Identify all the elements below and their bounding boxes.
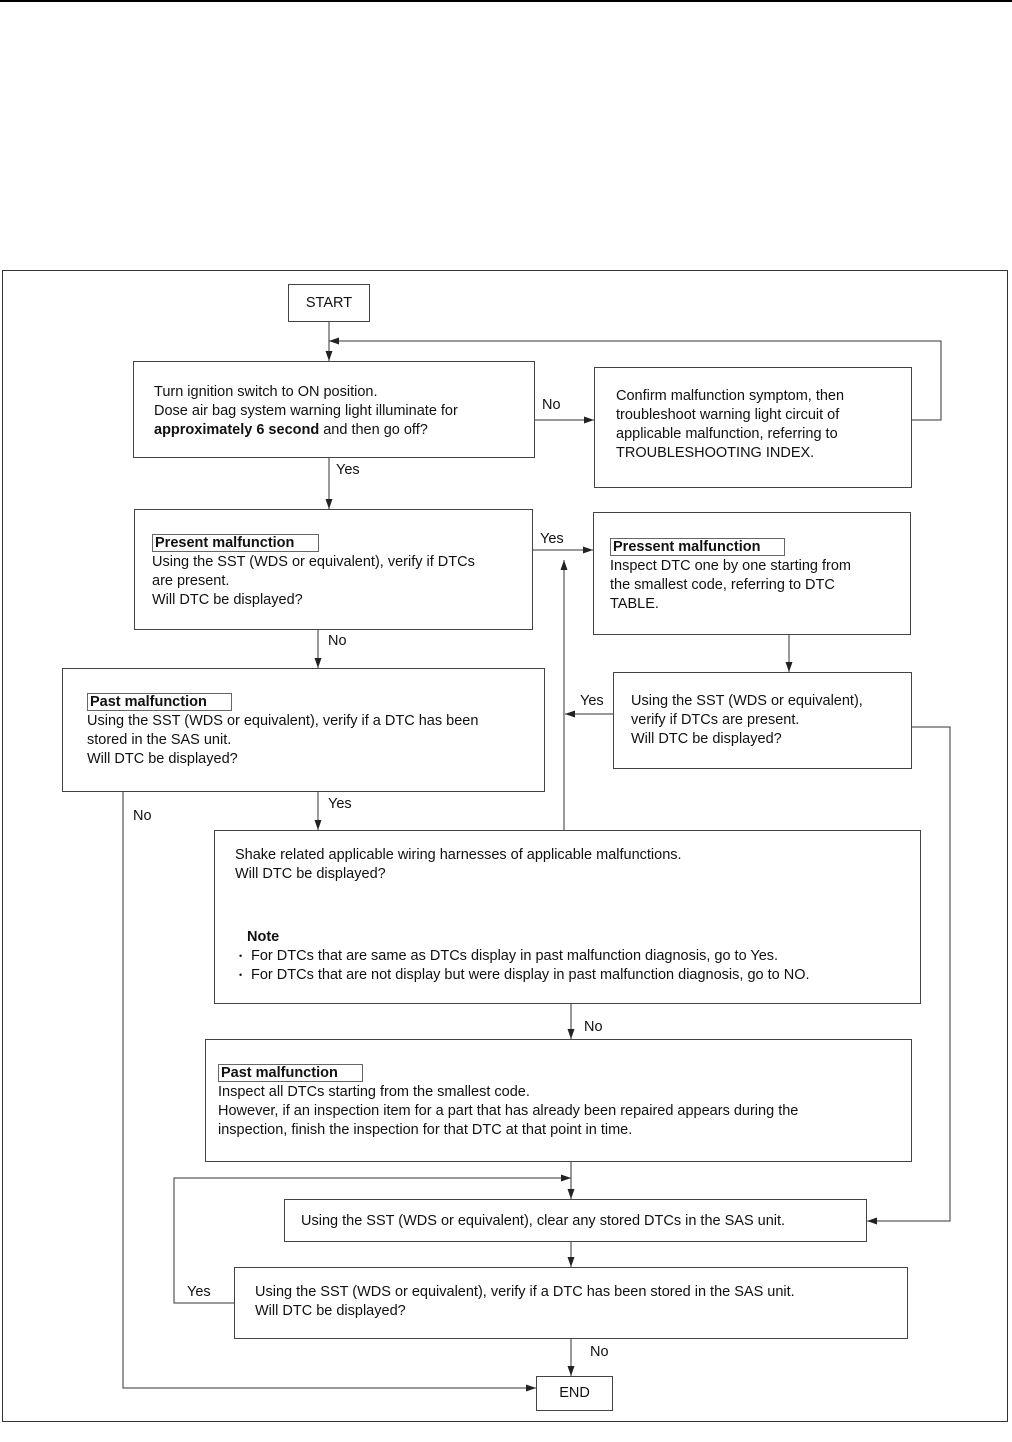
past-tag: Past malfunction — [87, 693, 232, 711]
final-line1: Using the SST (WDS or equivalent), verif… — [255, 1284, 795, 1300]
step1-rest: and then go off? — [319, 422, 428, 438]
label-step1-yes: Yes — [336, 462, 360, 478]
inspect-line3: inspection, finish the inspection for th… — [218, 1122, 633, 1138]
verify-right-line3: Will DTC be displayed? — [631, 731, 782, 747]
note-bullet-2-text: For DTCs that are not display but were d… — [251, 967, 810, 983]
start-label: START — [305, 294, 353, 311]
arrow-warn-loop — [329, 337, 942, 421]
past-inspect-tag: Past malfunction — [218, 1064, 363, 1082]
label-verify-yes: Yes — [580, 693, 604, 709]
final-line2: Will DTC be displayed? — [255, 1303, 406, 1319]
past-line3: Will DTC be displayed? — [87, 751, 238, 767]
note-title: Note — [247, 929, 280, 945]
warning-light-box: Confirm malfunction symptom, then troubl… — [594, 367, 912, 488]
warn-line1: Confirm malfunction symptom, then — [616, 388, 845, 404]
verify-right-line1: Using the SST (WDS or equivalent), — [631, 693, 863, 709]
present-line2: are present. — [152, 573, 230, 589]
pressent-line2: the smallest code, referring to DTC — [610, 577, 835, 593]
note-bullet-1-text: For DTCs that are same as DTCs display i… — [251, 948, 779, 964]
arrow-verify-no — [867, 726, 951, 1225]
bullet-dot-2: • — [239, 970, 243, 980]
label-shake-no: No — [584, 1019, 603, 1035]
label-present-no: No — [328, 633, 347, 649]
present-malfunction-box: Present malfunction Using the SST (WDS o… — [134, 509, 533, 630]
clear-dtcs-box: Using the SST (WDS or equivalent), clear… — [284, 1199, 867, 1242]
pressent-tag: Pressent malfunction — [610, 538, 786, 556]
warn-line2: troubleshoot warning light circuit of — [616, 407, 840, 423]
clear-line1: Using the SST (WDS or equivalent), clear… — [301, 1213, 786, 1229]
shake-line2: Will DTC be displayed? — [235, 866, 386, 882]
final-verify-box: Using the SST (WDS or equivalent), verif… — [234, 1267, 908, 1339]
warn-line3: applicable malfunction, referring to — [616, 426, 838, 442]
arrow-final-yes — [173, 1174, 571, 1304]
shake-line1: Shake related applicable wiring harnesse… — [235, 847, 682, 863]
label-final-yes: Yes — [187, 1284, 211, 1300]
past-inspect-box: Past malfunction Inspect all DTCs starti… — [205, 1039, 912, 1162]
pressent-line3: TABLE. — [610, 596, 659, 612]
arrow-past-no — [122, 792, 536, 1392]
start-node: START — [288, 284, 370, 322]
label-final-no: No — [590, 1344, 609, 1360]
inspect-line2: However, if an inspection item for a par… — [218, 1103, 799, 1119]
end-node: END — [536, 1376, 613, 1411]
past-malfunction-box: Past malfunction Using the SST (WDS or e… — [62, 668, 545, 792]
present-tag: Present malfunction — [152, 534, 320, 552]
past-line2: stored in the SAS unit. — [87, 732, 232, 748]
inspect-line1: Inspect all DTCs starting from the small… — [218, 1084, 530, 1100]
note-bullet-1: • For DTCs that are same as DTCs display… — [235, 947, 920, 966]
present-line1: Using the SST (WDS or equivalent), verif… — [152, 554, 475, 570]
step1-line1: Turn ignition switch to ON position. — [154, 384, 378, 400]
top-rule — [0, 0, 1012, 2]
verify-dtc-right-box: Using the SST (WDS or equivalent), verif… — [613, 672, 912, 769]
present-line3: Will DTC be displayed? — [152, 592, 303, 608]
end-label: END — [559, 1385, 590, 1401]
step1-line3: approximately 6 second and then go off? — [154, 421, 534, 440]
label-past-yes: Yes — [328, 796, 352, 812]
label-step1-no: No — [542, 397, 561, 413]
pressent-malfunction-box: Pressent malfunction Inspect DTC one by … — [593, 512, 911, 635]
step1-bold: approximately 6 second — [154, 422, 320, 438]
step1-line2: Dose air bag system warning light illumi… — [154, 403, 458, 419]
label-present-yes: Yes — [540, 531, 564, 547]
warn-line4: TROUBLESHOOTING INDEX. — [616, 445, 815, 461]
step1-box: Turn ignition switch to ON position. Dos… — [133, 361, 535, 458]
pressent-line1: Inspect DTC one by one starting from — [610, 558, 851, 574]
bullet-dot-1: • — [239, 951, 243, 961]
flowchart-frame — [2, 270, 1008, 1422]
past-line1: Using the SST (WDS or equivalent), verif… — [87, 713, 479, 729]
label-past-no: No — [133, 808, 152, 824]
note-bullet-2: • For DTCs that are not display but were… — [235, 966, 920, 985]
shake-harness-box: Shake related applicable wiring harnesse… — [214, 830, 921, 1004]
verify-right-line2: verify if DTCs are present. — [631, 712, 800, 728]
